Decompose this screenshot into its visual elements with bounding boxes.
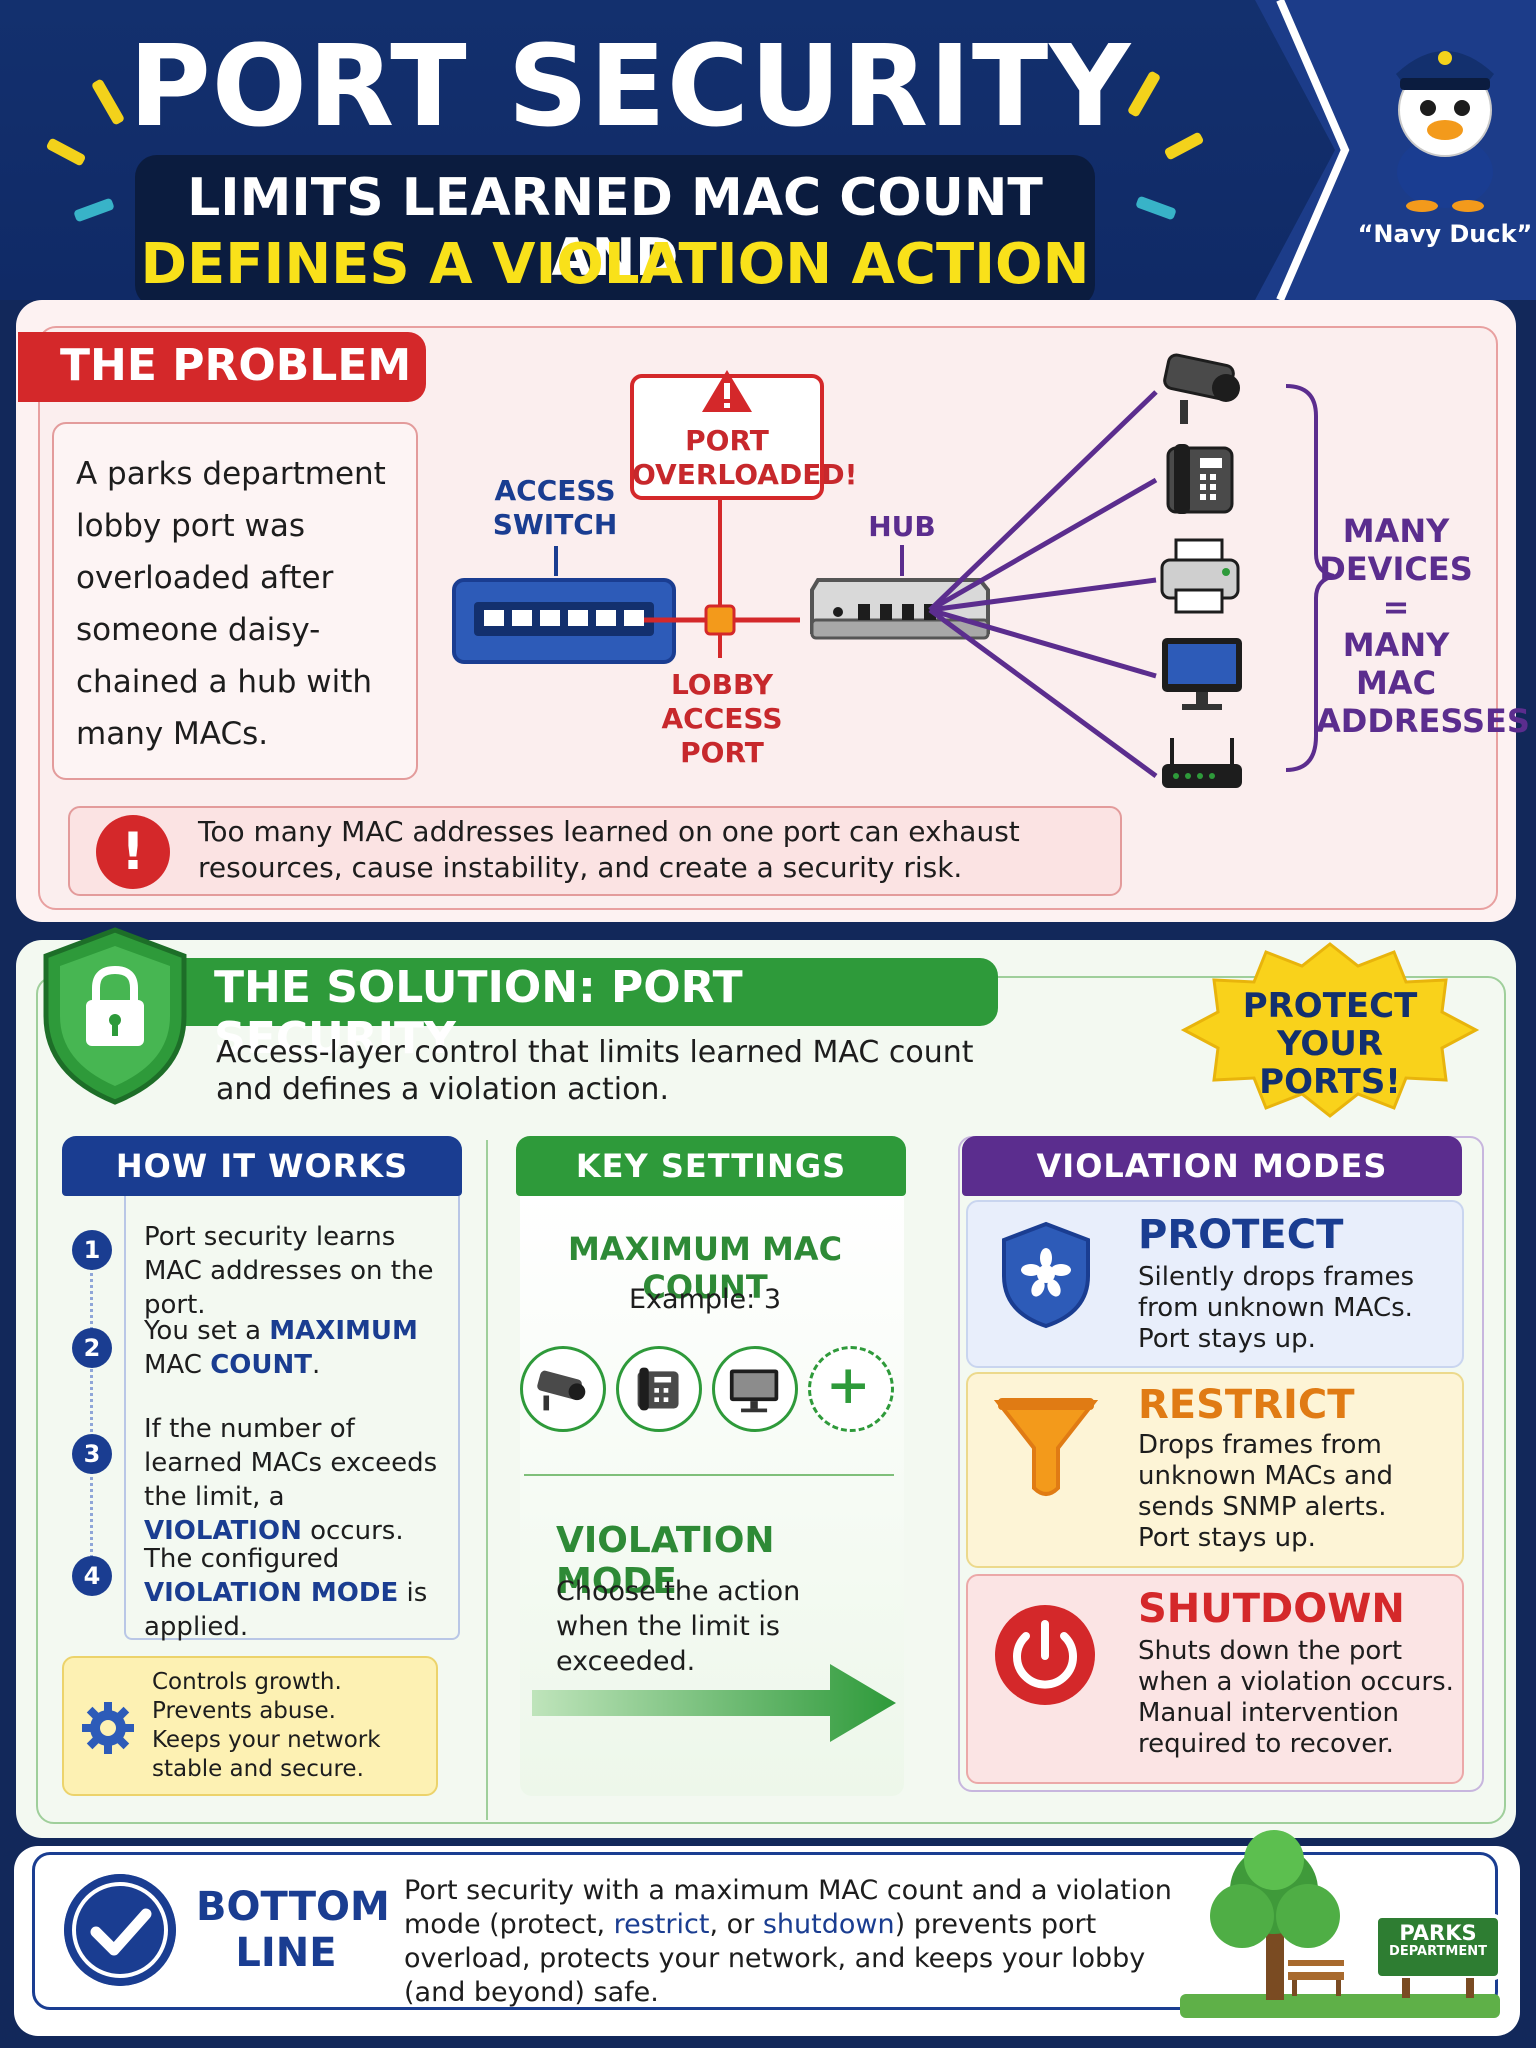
page-title: PORT SECURITY — [128, 22, 1132, 152]
violation-mode-title: VIOLATION MODE — [556, 1520, 775, 1602]
mode-restrict-desc: Drops frames from unknown MACs and sends… — [1138, 1430, 1394, 1553]
park-scene-icon — [1180, 1830, 1502, 2018]
step-3-text: If the number of learned MACs exceeds th… — [144, 1414, 438, 1546]
shield-lock-icon — [43, 927, 187, 1105]
subtitle-line-2: DEFINES A VIOLATION ACTION — [140, 232, 1090, 297]
starburst-badge — [1180, 942, 1480, 1118]
chevron-outline — [1276, 0, 1350, 300]
solution-tab — [150, 958, 998, 1026]
subtitle-line-1: LIMITS LEARNED MAC COUNT AND — [187, 168, 1043, 288]
violation-mode-desc: Choose the action when the limit is exce… — [556, 1576, 801, 1677]
gear-icon — [82, 1702, 134, 1754]
monitor-icon — [712, 1346, 798, 1432]
key-settings-header: KEY SETTINGS — [516, 1136, 906, 1196]
camera-icon — [520, 1346, 606, 1432]
solution-description: Access-layer control that limits learned… — [216, 1035, 974, 1107]
settings-divider — [524, 1474, 894, 1476]
mode-shutdown-title: SHUTDOWN — [1138, 1586, 1405, 1632]
step-number: 1 — [72, 1230, 112, 1270]
bottom-line-text: Port security with a maximum MAC count a… — [404, 1875, 1172, 2008]
step-number: 3 — [72, 1434, 112, 1474]
mode-restrict-title: RESTRICT — [1138, 1382, 1355, 1428]
column-divider — [486, 1140, 488, 1820]
steps-frame — [124, 1196, 460, 1640]
step-number: 4 — [72, 1556, 112, 1596]
navy-duck-mascot-icon — [1396, 51, 1494, 212]
phone-icon — [616, 1346, 702, 1432]
benefits-note-text: Controls growth. Prevents abuse. Keeps y… — [152, 1669, 381, 1782]
problem-tab-label: THE PROBLEM — [60, 340, 412, 391]
network-diagram — [452, 353, 1335, 788]
max-mac-count-title: MAXIMUM MAC COUNT — [567, 1230, 843, 1306]
how-it-works-header: HOW IT WORKS — [62, 1136, 462, 1196]
funnel-icon — [993, 1398, 1099, 1496]
warning-box — [68, 806, 1122, 896]
problem-story: A parks department lobby port was overlo… — [76, 456, 386, 752]
mode-protect-title: PROTECT — [1138, 1212, 1344, 1258]
checkmark-icon — [64, 1874, 176, 1986]
warning-text: Too many MAC addresses learned on one po… — [198, 815, 1020, 884]
arrow-right-icon — [532, 1664, 896, 1742]
power-icon — [995, 1605, 1095, 1705]
step-4-text: The configured VIOLATION MODE is applied… — [144, 1544, 428, 1642]
add-slot-icon — [808, 1346, 894, 1432]
step-number: 2 — [72, 1328, 112, 1368]
problem-tab — [18, 332, 426, 402]
hub-label: HUB — [868, 510, 936, 543]
mode-protect-desc: Silently drops frames from unknown MACs.… — [1138, 1262, 1414, 1354]
violation-modes-header: VIOLATION MODES — [962, 1136, 1462, 1196]
max-mac-example: Example: 3 — [629, 1284, 781, 1315]
problem-story-box — [52, 422, 418, 780]
steps-connector — [90, 1232, 93, 1582]
shield-icon — [1002, 1221, 1090, 1329]
mode-shutdown-desc: Shuts down the port when a violation occ… — [1138, 1636, 1454, 1759]
mascot-caption: “Navy Duck” — [1357, 220, 1533, 248]
exclamation-icon: ! — [96, 815, 170, 889]
subtitle-box — [135, 155, 1095, 307]
step-1-text: Port security learns MAC addresses on th… — [144, 1222, 434, 1320]
solution-tab-label: THE SOLUTION: PORT SECURITY — [214, 962, 743, 1064]
